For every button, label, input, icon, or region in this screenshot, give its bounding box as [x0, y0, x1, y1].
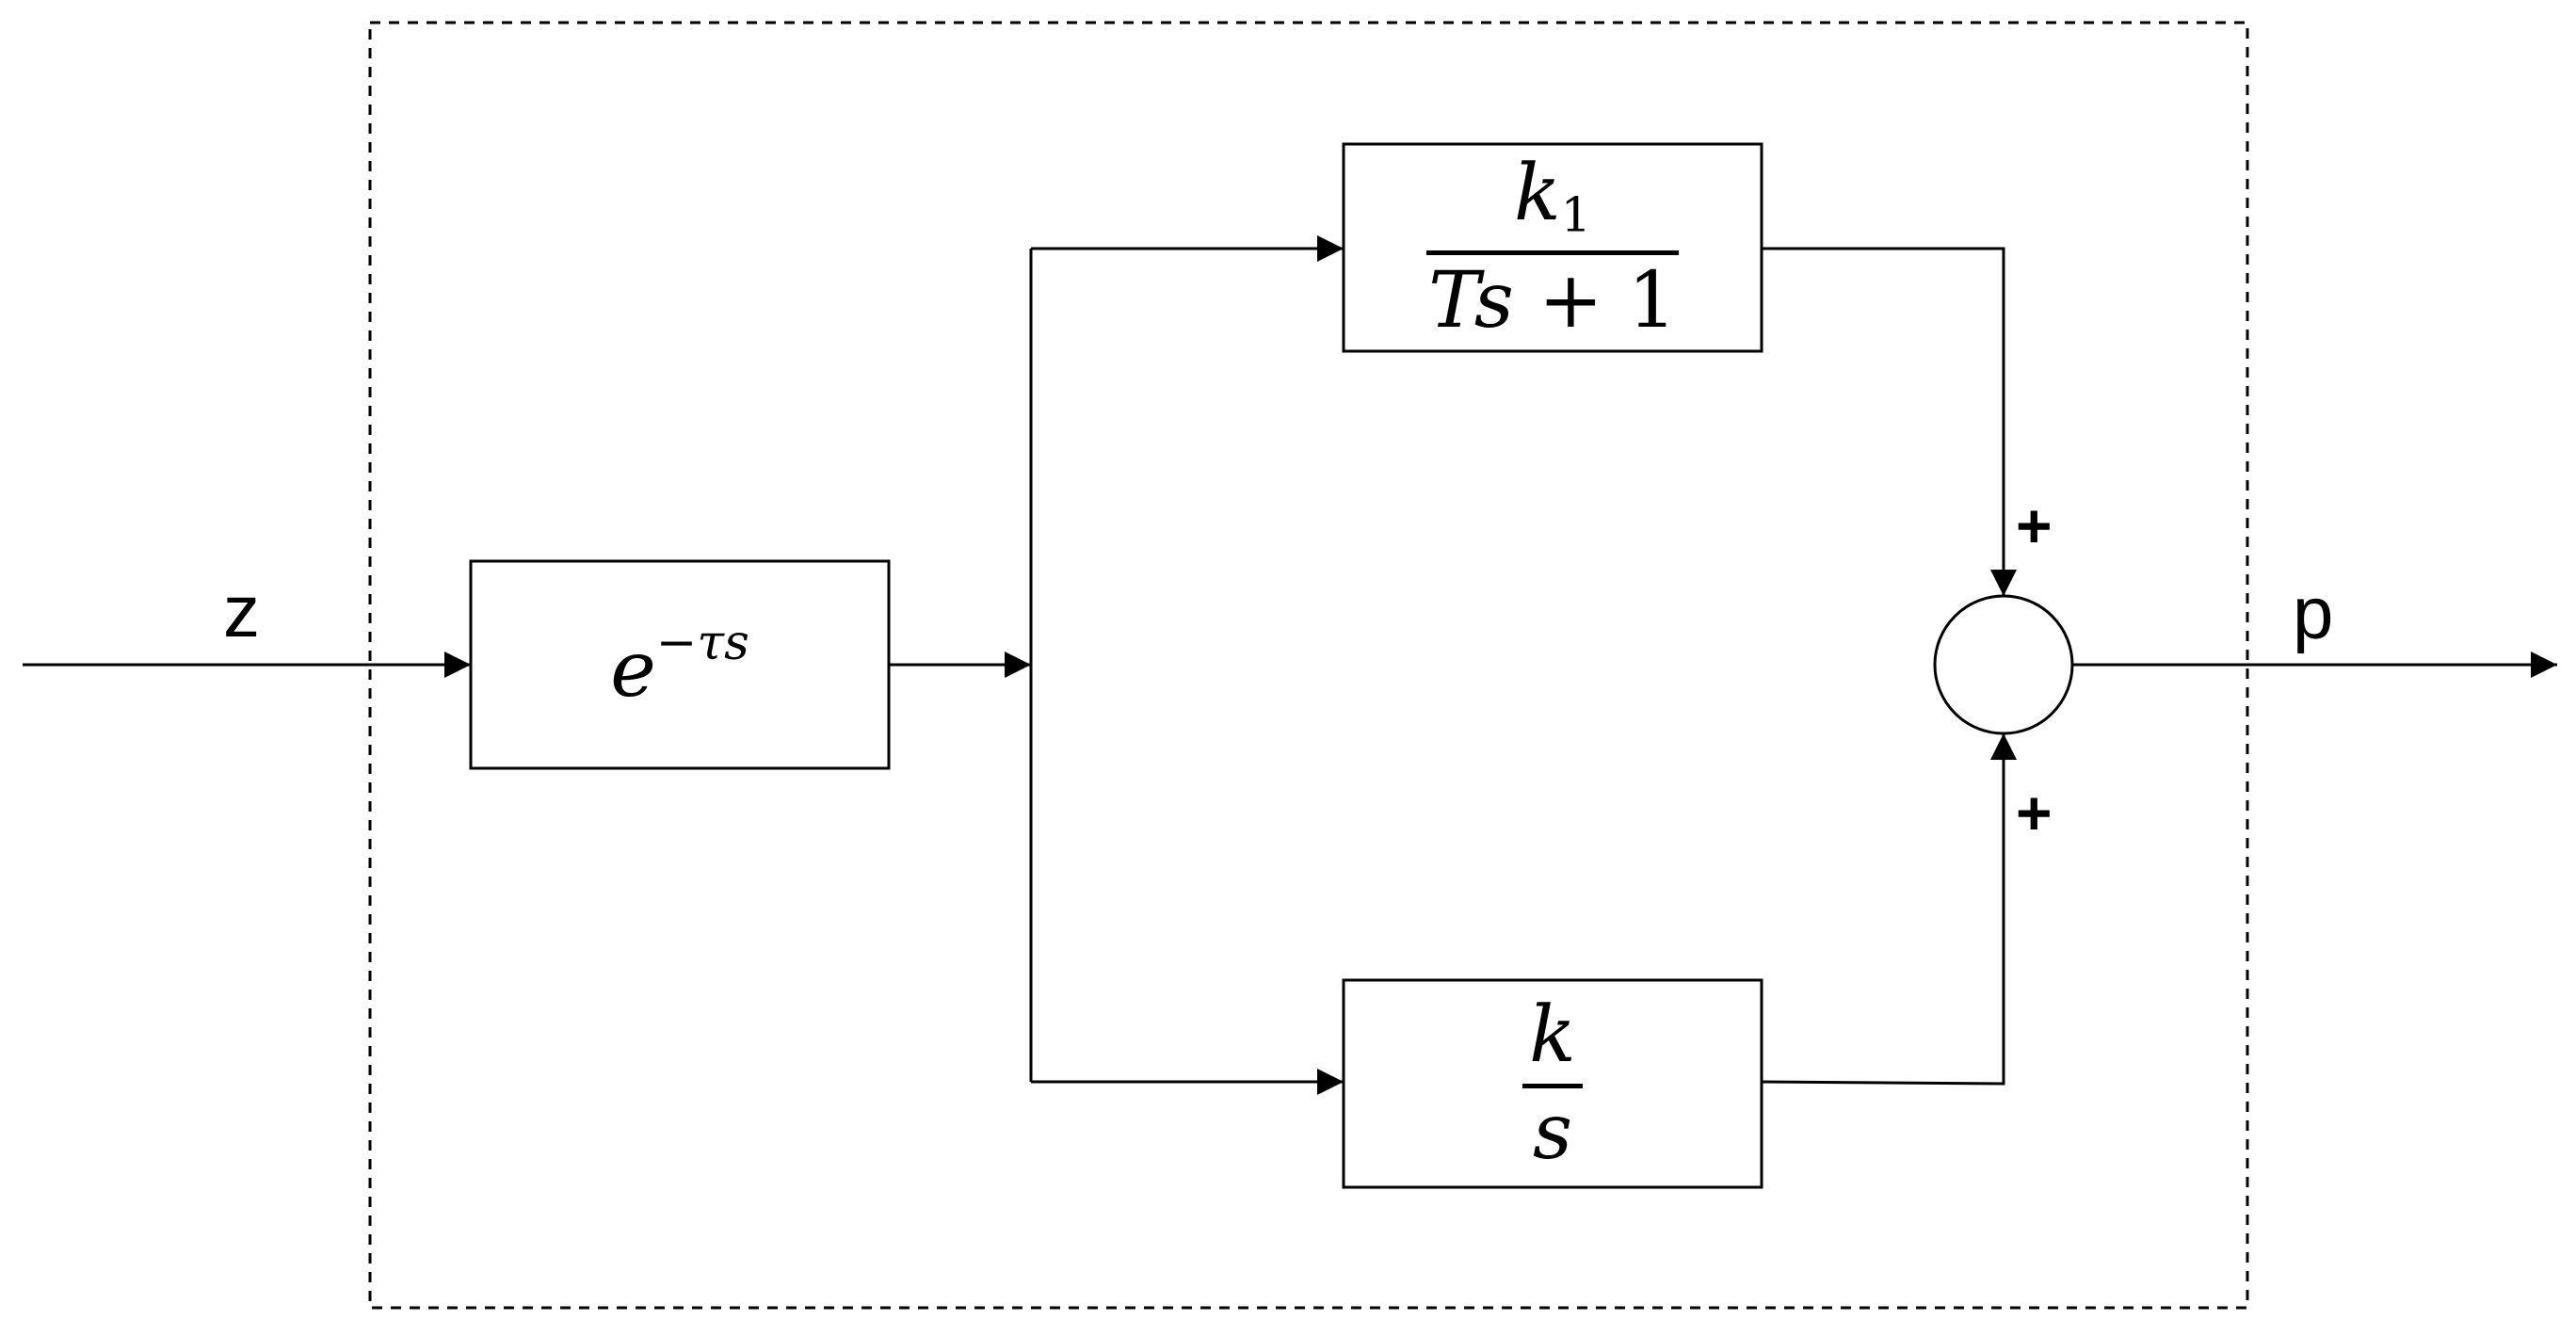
- output-signal-label: p: [2293, 571, 2334, 654]
- summing-junction: [1933, 594, 2074, 735]
- top-plus-sign: +: [2016, 491, 2053, 560]
- delay-transfer-function: e−τs: [471, 561, 889, 768]
- integrator-transfer-function: k s: [1344, 980, 1762, 1187]
- first-order-fraction-bar: [1426, 250, 1679, 256]
- denominator-plus: +: [1538, 256, 1603, 346]
- input-signal-label: z: [223, 570, 260, 652]
- delay-block: [469, 559, 891, 770]
- denominator-one: 1: [1627, 256, 1677, 346]
- delay-exponent: −τs: [655, 615, 749, 671]
- numerator-subscript: 1: [1560, 186, 1592, 243]
- integrator-fraction-bar: [1522, 1083, 1583, 1088]
- first-order-output-arrow: [1762, 247, 2017, 596]
- integrator-denominator: s: [1532, 1087, 1573, 1177]
- delay-base: e: [610, 625, 656, 715]
- integrator-fraction: k s: [1522, 990, 1583, 1177]
- denominator-ts: Ts: [1428, 256, 1514, 346]
- first-order-numerator: k1: [1514, 154, 1592, 251]
- bottom-plus-sign: +: [2016, 778, 2053, 847]
- first-order-block: [1342, 142, 1763, 353]
- integrator-output-arrow: [1761, 733, 2017, 1086]
- first-order-denominator: Ts + 1: [1428, 255, 1677, 340]
- numerator-k: k: [1513, 148, 1561, 238]
- integrator-numerator: k: [1529, 990, 1576, 1080]
- first-order-fraction: k1 Ts + 1: [1426, 154, 1679, 341]
- first-order-transfer-function: k1 Ts + 1: [1344, 144, 1762, 351]
